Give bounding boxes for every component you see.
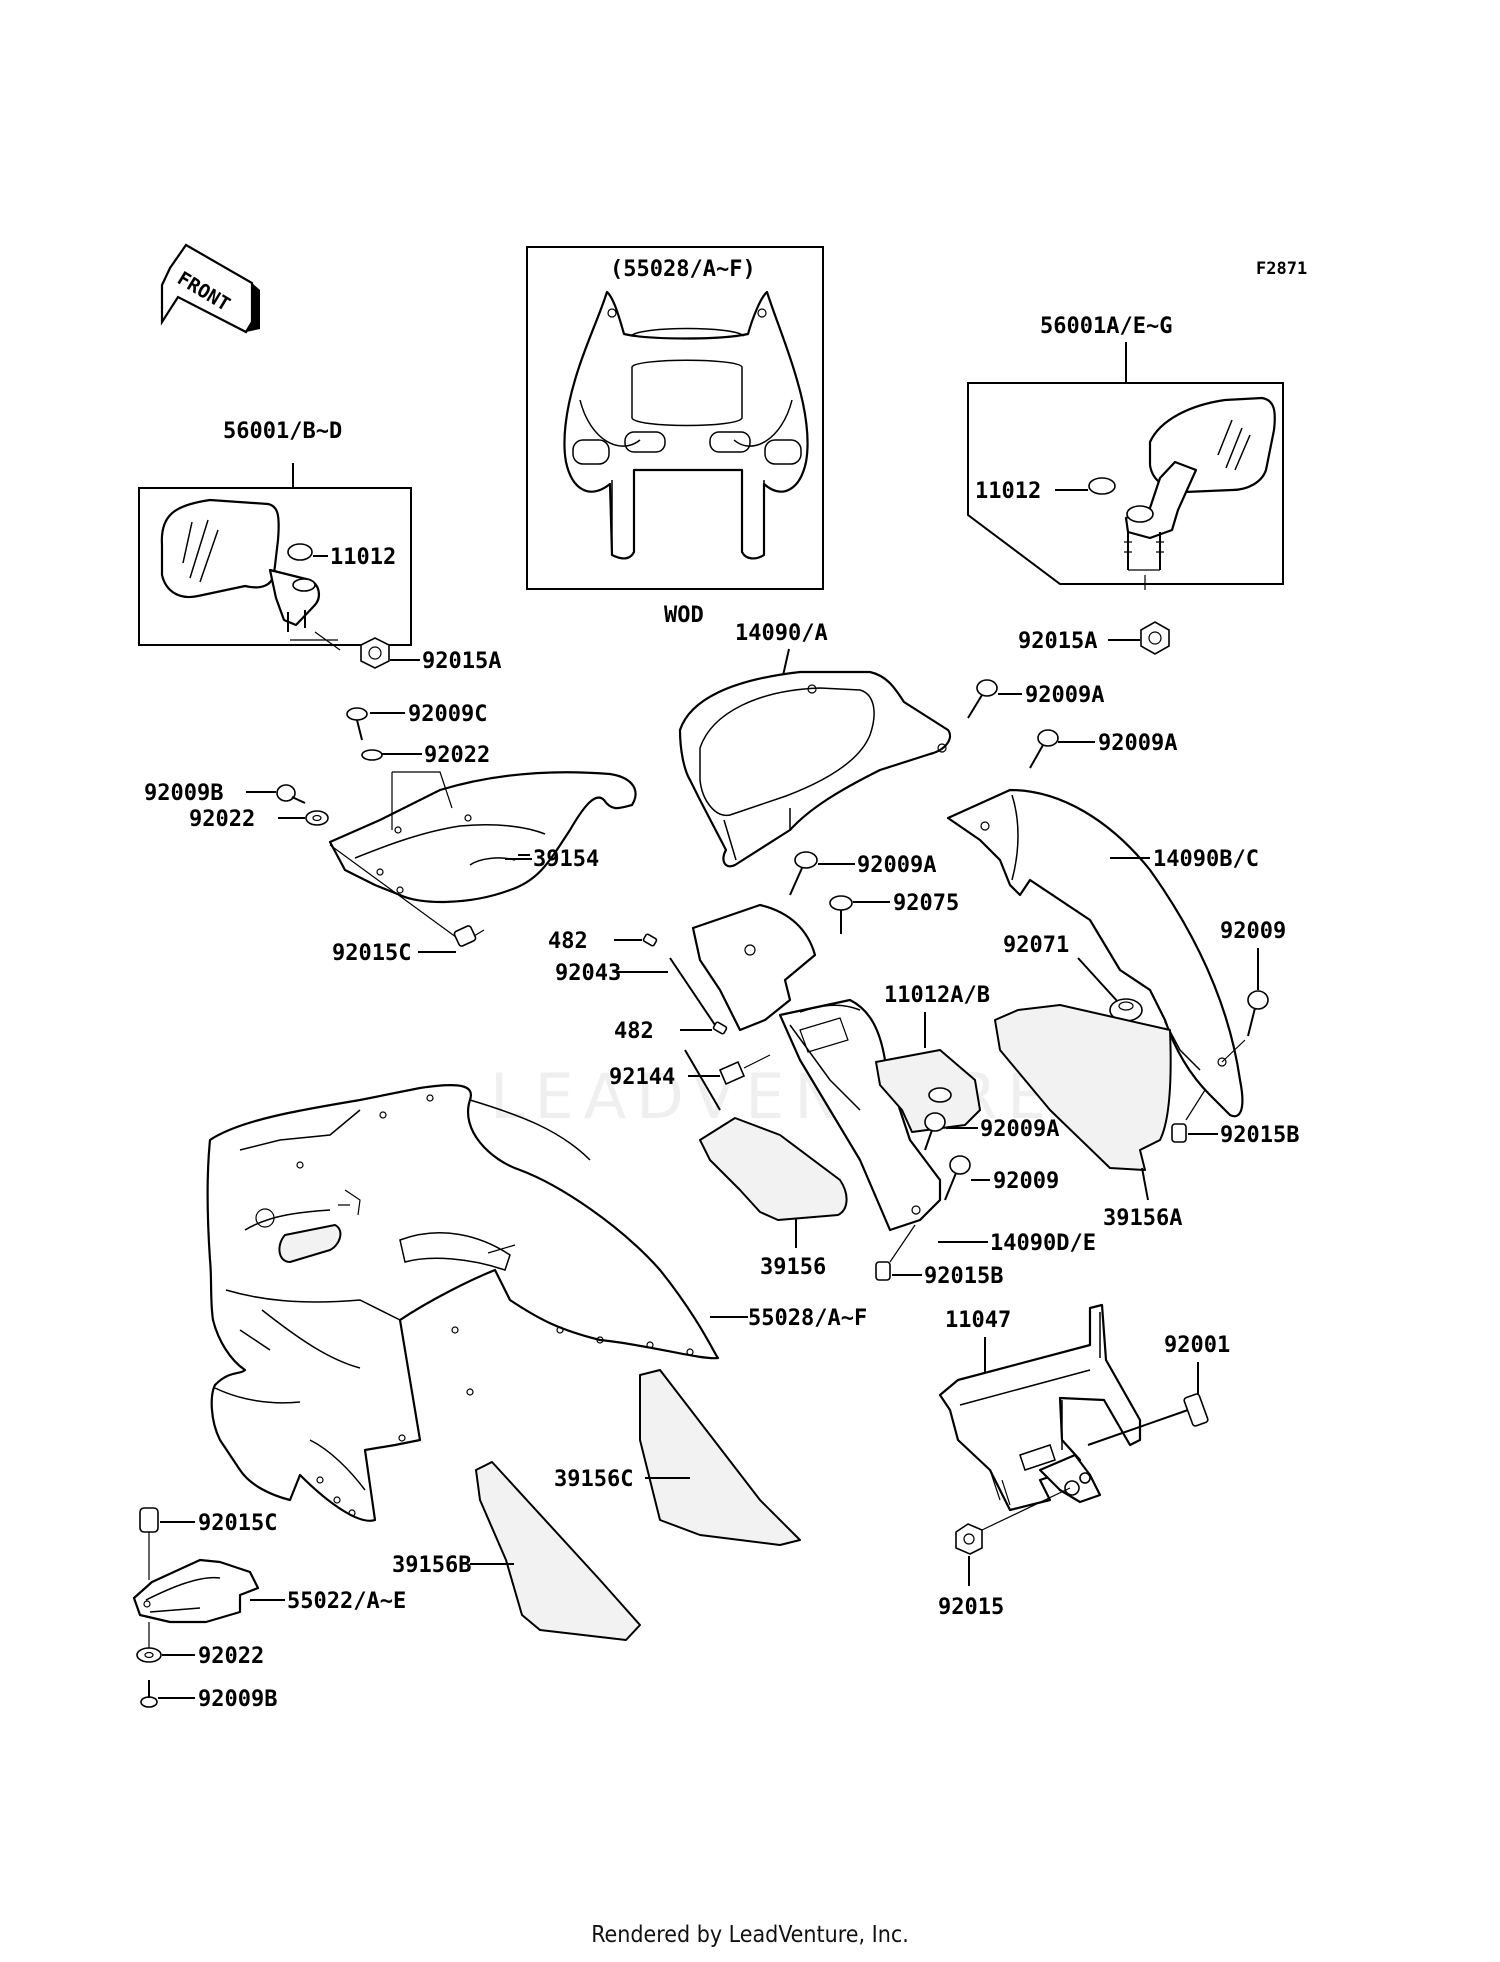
left-mirror-drawing	[160, 498, 341, 651]
screw-92009b-2	[140, 1680, 158, 1708]
nut-92015	[955, 1487, 1071, 1555]
spring-92144	[718, 1054, 771, 1086]
label-56001-bd: 56001/B~D	[223, 419, 342, 444]
footer-credit: Rendered by LeadVenture, Inc.	[591, 1922, 909, 1948]
clip-92015b-2	[875, 1224, 916, 1281]
clip-92015c-2	[139, 1507, 159, 1580]
label-92071: 92071	[1003, 933, 1069, 958]
bolt-92001	[1087, 1393, 1209, 1446]
screw-92009a-4	[924, 1112, 946, 1151]
label-39156a: 39156A	[1103, 1206, 1182, 1231]
label-11012ab: 11012A/B	[884, 983, 990, 1008]
label-92009-1: 92009	[1220, 919, 1286, 944]
rod-92043	[669, 957, 721, 1111]
clip-482-2	[712, 1021, 728, 1035]
label-56001-aeg: 56001A/E~G	[1040, 314, 1172, 339]
right-mirror-drawing	[1088, 396, 1276, 590]
label-92015a-left: 92015A	[422, 649, 501, 674]
label-wod: WOD	[664, 603, 704, 628]
pad-39156b	[475, 1461, 641, 1641]
meter-cover-panel	[678, 670, 952, 868]
clip-92015b-1	[1171, 1089, 1206, 1143]
label-92009a-2: 92009A	[1098, 731, 1177, 756]
screw-92009c	[346, 707, 368, 741]
clip-482-1	[642, 933, 658, 947]
label-55028-box: (55028/A~F)	[610, 257, 756, 282]
label-55022: 55022/A~E	[287, 1589, 406, 1614]
label-55028-main: 55028/A~F	[748, 1306, 867, 1331]
screw-92009b-1	[276, 784, 306, 804]
label-92009b-2: 92009B	[198, 1687, 277, 1712]
label-92009c: 92009C	[408, 702, 487, 727]
front-arrow-icon: FRONT	[160, 243, 260, 334]
label-92022-1: 92022	[424, 743, 490, 768]
nut-92015a-left	[360, 637, 390, 669]
label-92009a-3: 92009A	[857, 853, 936, 878]
figure-code: F2871	[1256, 259, 1307, 279]
label-92022-2: 92022	[189, 807, 255, 832]
label-92144: 92144	[609, 1065, 675, 1090]
washer-92022-1	[361, 749, 383, 761]
screw-92009a-2	[1029, 729, 1059, 769]
upper-cowl-front-view	[563, 290, 809, 560]
label-92015c-2: 92015C	[198, 1511, 277, 1536]
clip-92015c-1	[453, 925, 485, 947]
label-92015c-1: 92015C	[332, 941, 411, 966]
washer-92022-2	[305, 810, 329, 826]
label-92043: 92043	[555, 961, 621, 986]
label-92009a-1: 92009A	[1025, 683, 1104, 708]
cover-55022	[132, 1558, 260, 1624]
washer-92022-3	[136, 1647, 162, 1663]
label-39156: 39156	[760, 1255, 826, 1280]
label-482-2: 482	[614, 1019, 654, 1044]
label-14090de: 14090D/E	[990, 1231, 1096, 1256]
pad-39156a	[994, 1004, 1172, 1171]
screw-92009-1	[1247, 990, 1269, 1037]
label-39156c: 39156C	[554, 1467, 633, 1492]
label-92009-2: 92009	[993, 1169, 1059, 1194]
label-482-1: 482	[548, 929, 588, 954]
label-92009b-1: 92009B	[144, 781, 223, 806]
label-11012-left: 11012	[330, 545, 396, 570]
label-92009a-4: 92009A	[980, 1117, 1059, 1142]
label-92001: 92001	[1164, 1333, 1230, 1358]
label-92015: 92015	[938, 1595, 1004, 1620]
right-mirror-box	[967, 382, 1284, 585]
label-39156b: 39156B	[392, 1553, 471, 1578]
label-92015a-right: 92015A	[1018, 629, 1097, 654]
screw-92009-2	[944, 1155, 971, 1201]
label-92075: 92075	[893, 891, 959, 916]
bracket-39154	[328, 771, 637, 904]
pad-39156c	[639, 1369, 801, 1546]
label-11012-right: 11012	[975, 479, 1041, 504]
screw-92009a-1	[967, 679, 998, 719]
nut-92015a-right	[1140, 621, 1170, 655]
cover-11012ab	[875, 1049, 981, 1133]
label-92022-3: 92022	[198, 1644, 264, 1669]
label-39154: 39154	[533, 847, 599, 872]
stay-bracket-11047	[938, 1303, 1142, 1512]
left-mirror-box	[138, 487, 412, 646]
label-14090bc: 14090B/C	[1153, 847, 1259, 872]
screw-92009a-3	[789, 851, 818, 896]
cowl-variant-box	[526, 246, 824, 590]
pad-39156	[699, 1117, 848, 1221]
label-14090-a: 14090/A	[735, 621, 828, 646]
rivet-92075	[829, 895, 853, 934]
label-92015b-1: 92015B	[1220, 1123, 1299, 1148]
label-11047: 11047	[945, 1308, 1011, 1333]
label-92015b-2: 92015B	[924, 1264, 1003, 1289]
main-upper-fairing	[206, 1084, 720, 1522]
